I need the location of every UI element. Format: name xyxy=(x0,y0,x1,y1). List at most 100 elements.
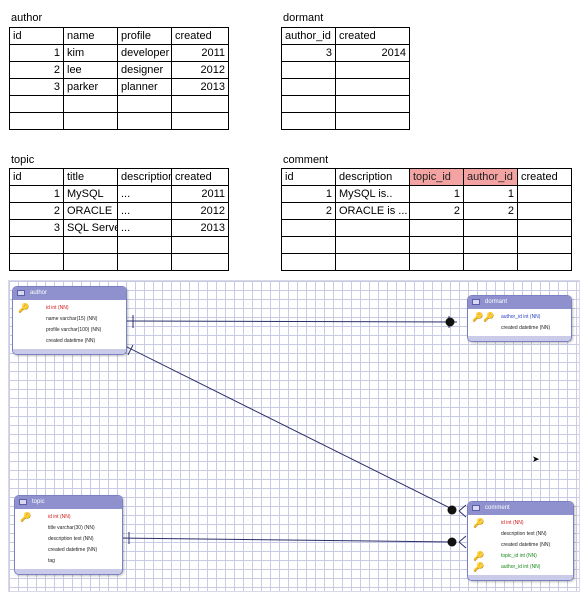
table-cell[interactable] xyxy=(335,219,410,237)
table-cell[interactable] xyxy=(171,236,229,254)
table-cell[interactable] xyxy=(409,236,464,254)
table-cell[interactable] xyxy=(463,253,518,271)
table-cell[interactable]: 2 xyxy=(409,202,464,220)
column-header[interactable]: id xyxy=(9,168,64,186)
column-header[interactable]: description xyxy=(117,168,172,186)
entity-attribute[interactable]: 🔑 id int (NN) xyxy=(15,512,122,523)
table-cell[interactable] xyxy=(463,219,518,237)
table-cell[interactable]: kim xyxy=(63,44,118,62)
table-cell[interactable]: 2 xyxy=(9,61,64,79)
table-cell[interactable] xyxy=(281,95,336,113)
table-cell[interactable]: 2013 xyxy=(171,219,229,237)
entity-author[interactable]: author 🔑 id int (NN) name varchar(15) (N… xyxy=(12,286,127,355)
table-cell[interactable] xyxy=(281,253,336,271)
table-cell[interactable]: 1 xyxy=(9,185,64,203)
table-cell[interactable] xyxy=(117,236,172,254)
table-cell[interactable]: ORACLE is ... xyxy=(335,202,410,220)
table-cell[interactable]: 2014 xyxy=(335,44,410,62)
table-cell[interactable] xyxy=(63,236,118,254)
relationship-author-comment[interactable] xyxy=(124,344,467,518)
table-cell[interactable] xyxy=(517,236,572,254)
table-cell[interactable]: 1 xyxy=(9,44,64,62)
table-cell[interactable]: parker xyxy=(63,78,118,96)
table-cell[interactable] xyxy=(517,253,572,271)
entity-comment[interactable]: comment 🔑 id int (NN) description text (… xyxy=(467,501,574,581)
er-diagram-canvas[interactable]: author 🔑 id int (NN) name varchar(15) (N… xyxy=(8,280,580,592)
entity-attribute[interactable]: description text (NN) xyxy=(468,529,573,540)
entity-attribute[interactable]: 🔑 🔑 author_id int (NN) xyxy=(468,312,571,323)
table-cell[interactable] xyxy=(335,112,410,130)
entity-attribute[interactable]: created datetime (NN) xyxy=(15,545,122,556)
table-cell[interactable] xyxy=(171,95,229,113)
table-cell[interactable] xyxy=(281,61,336,79)
entity-attribute[interactable]: created datetime (NN) xyxy=(13,336,126,347)
table-cell[interactable]: 2012 xyxy=(171,202,229,220)
table-cell[interactable]: ... xyxy=(117,219,172,237)
table-cell[interactable]: 3 xyxy=(281,44,336,62)
table-cell[interactable] xyxy=(117,253,172,271)
table-cell[interactable] xyxy=(335,236,410,254)
column-header[interactable]: created xyxy=(517,168,572,186)
table-cell[interactable]: 2 xyxy=(463,202,518,220)
table-cell[interactable]: 2 xyxy=(9,202,64,220)
table-cell[interactable]: ... xyxy=(117,185,172,203)
table-cell[interactable] xyxy=(9,95,64,113)
table-cell[interactable] xyxy=(335,78,410,96)
table-cell[interactable]: MySQL xyxy=(63,185,118,203)
column-header[interactable]: description xyxy=(335,168,410,186)
table-cell[interactable]: lee xyxy=(63,61,118,79)
column-header[interactable]: id xyxy=(281,168,336,186)
entity-attribute[interactable]: profile varchar(100) (NN) xyxy=(13,325,126,336)
table-cell[interactable] xyxy=(281,78,336,96)
table-cell[interactable]: SQL Server xyxy=(63,219,118,237)
table-cell[interactable] xyxy=(9,253,64,271)
column-header[interactable]: name xyxy=(63,27,118,45)
table-cell[interactable]: 2011 xyxy=(171,44,229,62)
entity-attribute[interactable]: created datetime (NN) xyxy=(468,323,571,334)
entity-attribute[interactable]: 🔑 author_id int (NN) xyxy=(468,562,573,573)
entity-attribute[interactable]: tag xyxy=(15,556,122,567)
table-cell[interactable] xyxy=(517,185,572,203)
table-cell[interactable] xyxy=(335,253,410,271)
table-cell[interactable] xyxy=(63,112,118,130)
table-cell[interactable]: designer xyxy=(117,61,172,79)
table-cell[interactable]: 2011 xyxy=(171,185,229,203)
table-cell[interactable] xyxy=(517,219,572,237)
table-cell[interactable] xyxy=(9,236,64,254)
relationship-topic-comment[interactable] xyxy=(120,532,467,549)
table-cell[interactable] xyxy=(463,236,518,254)
table-cell[interactable] xyxy=(63,95,118,113)
entity-attribute[interactable]: 🔑 id int (NN) xyxy=(13,303,126,314)
table-cell[interactable]: 2013 xyxy=(171,78,229,96)
table-cell[interactable] xyxy=(171,253,229,271)
table-cell[interactable] xyxy=(335,61,410,79)
table-cell[interactable] xyxy=(281,112,336,130)
column-header-highlighted[interactable]: topic_id xyxy=(409,168,464,186)
table-cell[interactable] xyxy=(281,219,336,237)
table-cell[interactable]: 1 xyxy=(463,185,518,203)
column-header[interactable]: created xyxy=(335,27,410,45)
column-header[interactable]: author_id xyxy=(281,27,336,45)
table-cell[interactable]: 2012 xyxy=(171,61,229,79)
column-header-highlighted[interactable]: author_id xyxy=(463,168,518,186)
table-cell[interactable] xyxy=(281,236,336,254)
column-header[interactable]: title xyxy=(63,168,118,186)
entity-attribute[interactable]: 🔑 id int (NN) xyxy=(468,518,573,529)
table-cell[interactable] xyxy=(409,253,464,271)
entity-attribute[interactable]: description text (NN) xyxy=(15,534,122,545)
entity-header[interactable]: comment xyxy=(468,502,573,515)
relationship-author-dormant[interactable] xyxy=(124,315,458,328)
table-cell[interactable]: 1 xyxy=(409,185,464,203)
entity-header[interactable]: topic xyxy=(15,496,122,509)
column-header[interactable]: profile xyxy=(117,27,172,45)
entity-header[interactable]: author xyxy=(13,287,126,300)
table-cell[interactable] xyxy=(517,202,572,220)
table-cell[interactable]: ORACLE xyxy=(63,202,118,220)
table-cell[interactable]: planner xyxy=(117,78,172,96)
table-cell[interactable]: 3 xyxy=(9,219,64,237)
entity-header[interactable]: dormant xyxy=(468,296,571,309)
table-cell[interactable] xyxy=(63,253,118,271)
table-cell[interactable] xyxy=(335,95,410,113)
table-cell[interactable]: 3 xyxy=(9,78,64,96)
table-cell[interactable] xyxy=(9,112,64,130)
